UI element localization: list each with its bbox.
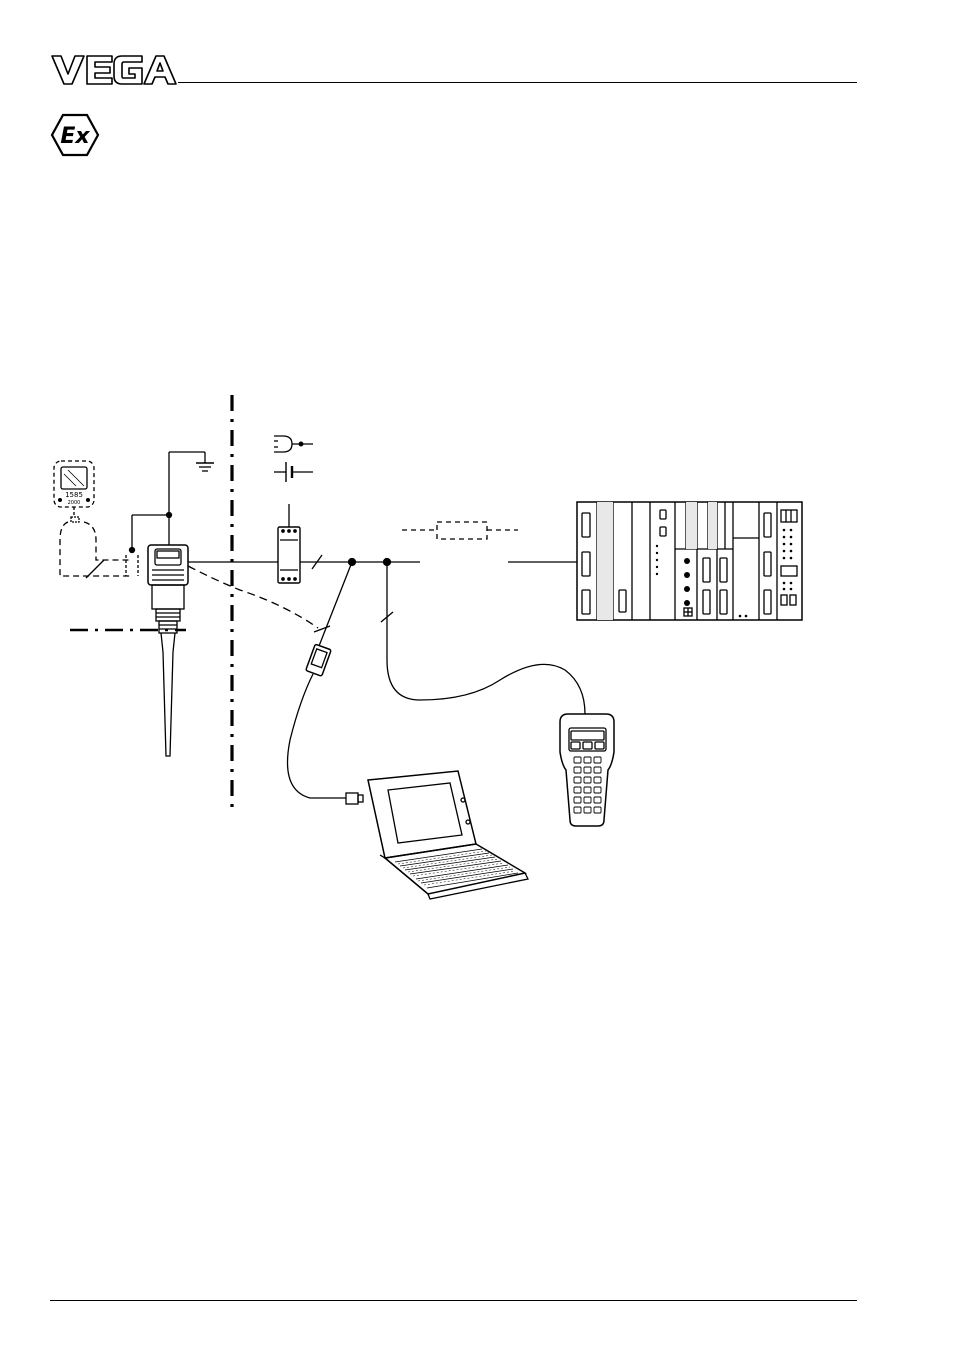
plc-control-system	[577, 502, 802, 620]
diagram-svg: 1585 2000	[0, 380, 954, 910]
hart-modem	[306, 644, 332, 676]
vega-logo-graphic	[50, 48, 178, 88]
sensor-direct-cable	[188, 566, 318, 628]
modem-cable-break-mark	[314, 626, 330, 632]
ex-label: Ex	[60, 124, 90, 149]
hart-handheld-communicator	[560, 714, 614, 826]
header-rule	[178, 82, 857, 83]
ground-icon	[169, 452, 214, 545]
laptop-connector	[346, 793, 363, 804]
vega-logo	[50, 48, 178, 88]
hart-wiring-diagram: 1585 2000	[0, 380, 954, 910]
level-sensor	[148, 545, 188, 756]
remote-display-unit: 1585 2000	[54, 461, 94, 522]
mains-plug-icon	[274, 436, 313, 452]
footer-rule	[50, 1300, 857, 1301]
laptop-cable	[288, 674, 347, 798]
display-indicator-value: 1585	[65, 491, 83, 499]
power-supply-module	[278, 504, 300, 583]
display-indicator-subvalue: 2000	[68, 500, 81, 506]
laptop-pc	[368, 771, 528, 899]
ex-hexagon-icon: Ex	[50, 112, 100, 158]
optional-resistor	[402, 522, 518, 539]
display-cable	[60, 522, 132, 578]
modem-cable	[319, 562, 352, 646]
handheld-cable	[387, 562, 585, 714]
dc-battery-icon	[274, 462, 313, 482]
ex-explosion-protection-icon: Ex	[50, 112, 100, 158]
